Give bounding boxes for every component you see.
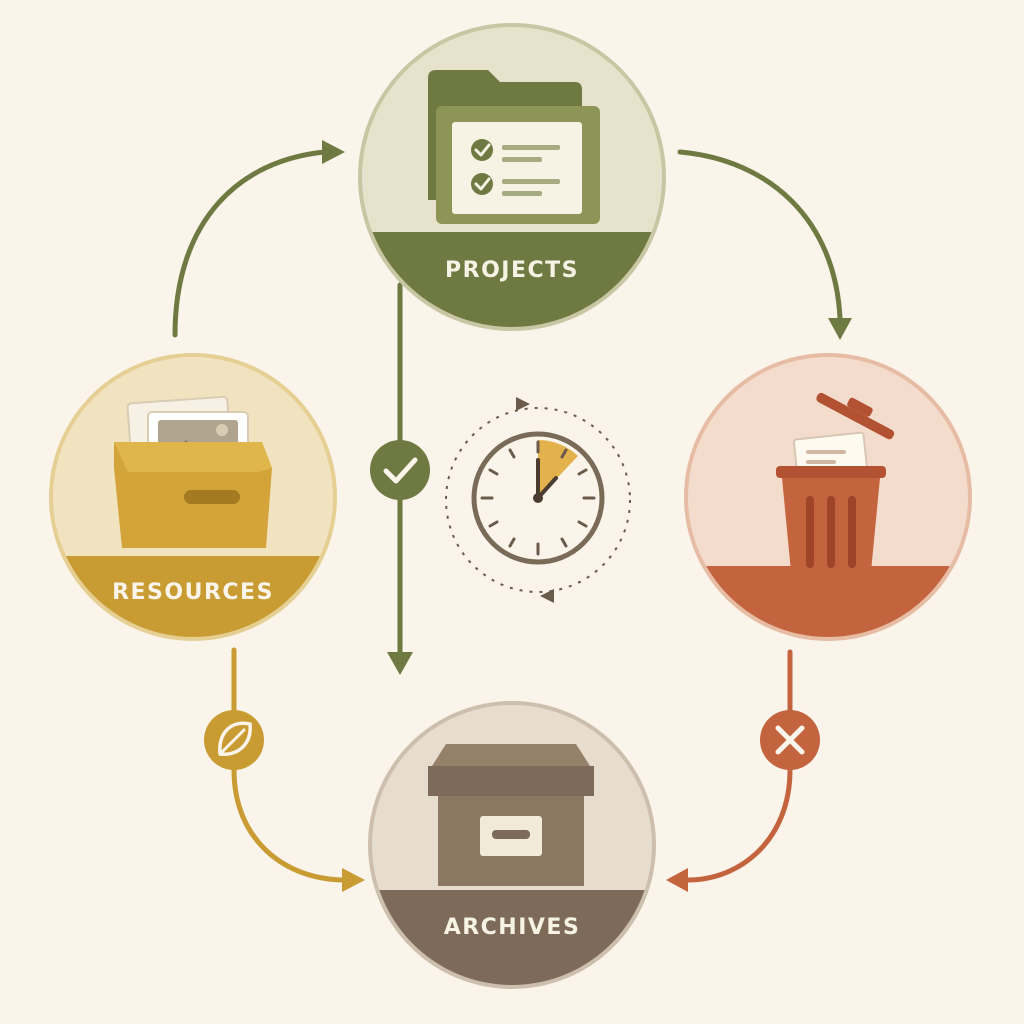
trash-can-with-papers-icon bbox=[776, 392, 895, 590]
clock-icon bbox=[445, 397, 631, 603]
leaf-icon bbox=[204, 710, 264, 770]
arrowhead-from-trash bbox=[666, 868, 688, 892]
projects-label: PROJECTS bbox=[445, 258, 579, 283]
box-with-documents-icon bbox=[114, 395, 272, 548]
archives-node: ARCHIVES bbox=[368, 701, 656, 989]
projects-node: PROJECTS bbox=[358, 23, 666, 331]
arrow-trash-to-archives bbox=[685, 649, 793, 883]
trash-node bbox=[684, 353, 972, 641]
arrowhead-from-resources bbox=[342, 868, 365, 892]
arrow-projects-to-trash bbox=[677, 149, 843, 321]
arrowhead-to-projects bbox=[322, 140, 345, 164]
archives-label: ARCHIVES bbox=[444, 915, 581, 940]
resources-node: RESOURCES bbox=[49, 353, 337, 641]
archive-box-icon bbox=[428, 744, 594, 886]
folder-with-checklist-icon bbox=[428, 70, 600, 224]
checkmark-icon bbox=[370, 440, 430, 500]
arrowhead-to-archives-center bbox=[387, 652, 413, 675]
x-icon bbox=[760, 710, 820, 770]
arrow-resources-to-projects bbox=[172, 149, 328, 338]
arrow-resources-to-archives bbox=[231, 647, 348, 883]
arrowhead-to-trash bbox=[828, 318, 852, 340]
resources-label: RESOURCES bbox=[112, 580, 274, 605]
